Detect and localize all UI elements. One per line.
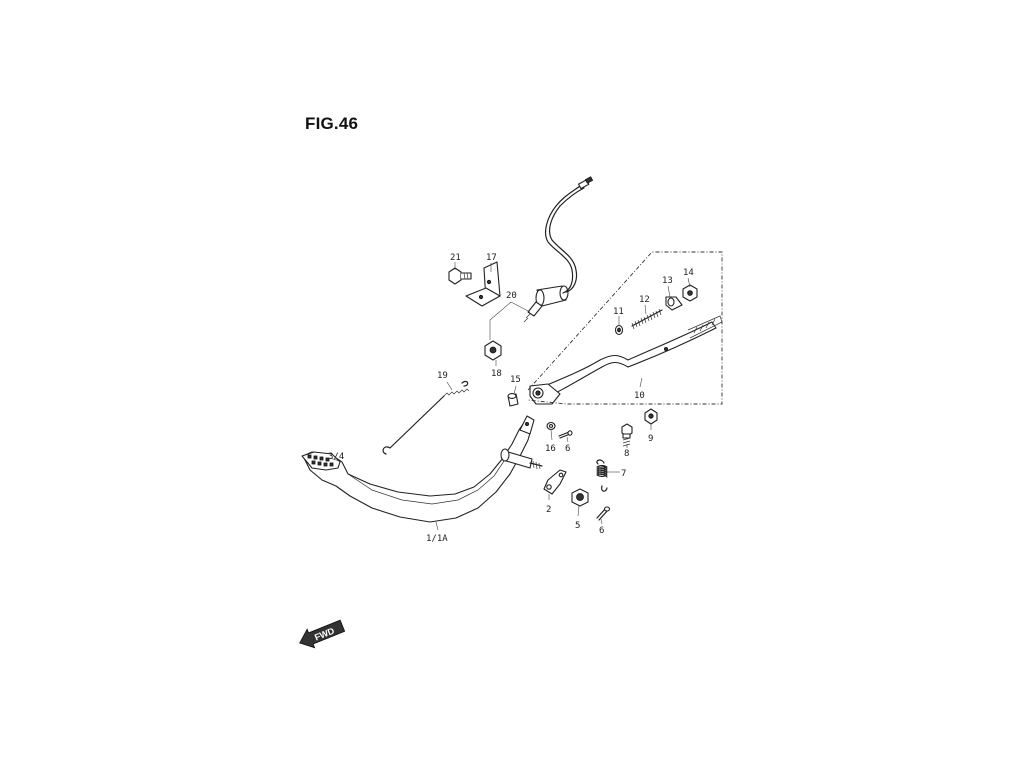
callout-17: 17 xyxy=(486,253,497,263)
adjusting-nut-14 xyxy=(682,284,698,302)
callout-15: 15 xyxy=(510,375,521,385)
callout-12: 12 xyxy=(639,295,650,305)
pin-15 xyxy=(507,393,519,407)
nut-18 xyxy=(484,340,502,361)
callout-5: 5 xyxy=(575,521,580,531)
callout-8: 8 xyxy=(624,449,629,459)
bolt-21 xyxy=(448,267,472,285)
cotter-pin-upper xyxy=(558,430,573,439)
callout-14: 14 xyxy=(683,268,694,278)
callout-21: 21 xyxy=(450,253,461,263)
arrow-left-icon xyxy=(299,619,346,649)
page-title: FIG.46 xyxy=(305,114,359,133)
callout-6-upper: 6 xyxy=(565,444,570,454)
nut-11 xyxy=(614,324,624,336)
callout-3-4: 3/4 xyxy=(328,452,344,462)
fwd-arrow: FWD xyxy=(299,619,346,649)
nut-9 xyxy=(644,408,658,425)
callout-1-1a: 1/1A xyxy=(426,534,448,544)
fwd-label: FWD xyxy=(313,625,336,642)
washer-16 xyxy=(546,421,556,431)
callout-18: 18 xyxy=(491,369,502,379)
nut-5 xyxy=(571,488,589,507)
brake-pedal xyxy=(301,415,543,523)
callout-6-lower: 6 xyxy=(599,526,604,536)
brake-arm-plate xyxy=(543,469,567,495)
switch-bracket xyxy=(465,261,501,307)
tension-spring xyxy=(382,380,470,455)
rod-spring xyxy=(631,308,663,330)
leader-lines xyxy=(329,262,691,531)
callout-7: 7 xyxy=(621,469,626,479)
cotter-pin-lower xyxy=(596,506,611,521)
callout-2: 2 xyxy=(546,505,551,515)
collar-13 xyxy=(665,296,683,311)
return-spring xyxy=(596,459,608,492)
brake-light-switch xyxy=(523,176,594,323)
callout-13: 13 xyxy=(662,276,673,286)
callout-20: 20 xyxy=(506,291,517,301)
assembly-bracket xyxy=(527,251,723,405)
callout-9: 9 xyxy=(648,434,653,444)
callout-labels: 1/1A 2 3/4 5 6 6 7 8 9 10 11 12 13 14 15… xyxy=(328,253,694,544)
bolt-8 xyxy=(621,423,633,447)
callout-19: 19 xyxy=(437,371,448,381)
callout-11: 11 xyxy=(613,307,624,317)
callout-16: 16 xyxy=(545,444,556,454)
brake-rod xyxy=(529,315,723,405)
callout-10: 10 xyxy=(634,391,645,401)
